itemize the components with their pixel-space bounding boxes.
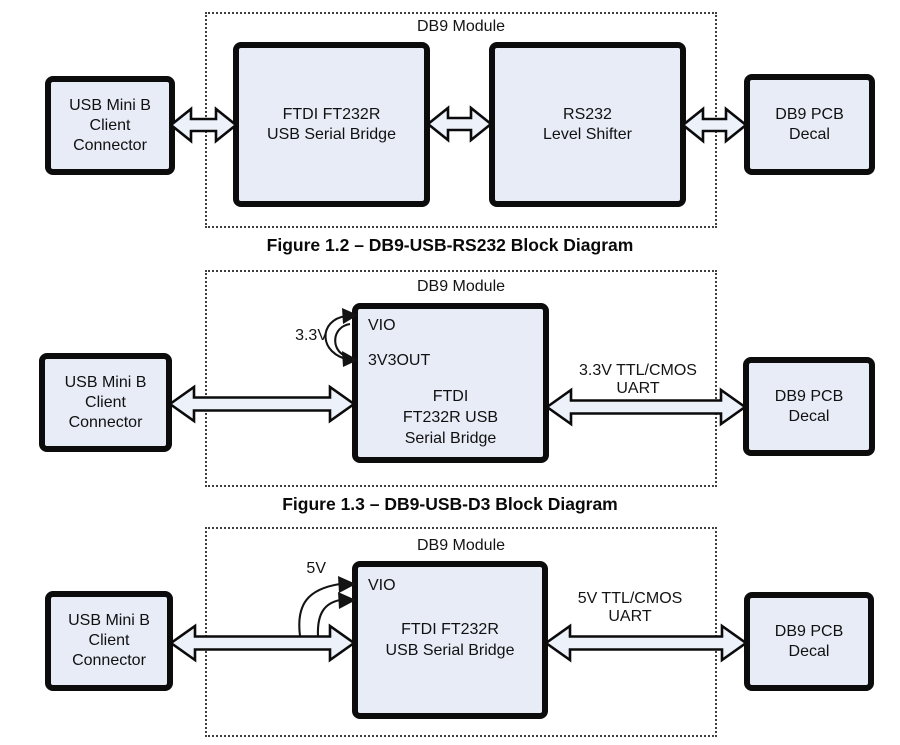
vio-pin-label: VIO <box>368 317 396 334</box>
uart-label-line: 3.3V TTL/CMOS <box>579 362 697 379</box>
vio-pin-label: VIO <box>368 577 396 594</box>
db9-module-dotted-boundary <box>205 270 717 487</box>
db9-module-label: DB9 Module <box>416 537 506 554</box>
ftdi-ft232r-block: VIO FTDI FT232R USB Serial Bridge <box>352 561 548 719</box>
block-text-line: Decal <box>788 407 830 425</box>
block-text-line: USB Mini B <box>64 373 147 391</box>
ftdi-block-text: FTDI FT232R USB Serial Bridge <box>358 619 542 661</box>
block-text-line: USB Mini B <box>69 96 151 114</box>
db9-pcb-decal-block: DB9 PCB Decal <box>743 357 875 456</box>
uart-label-line: 5V TTL/CMOS <box>577 590 683 607</box>
block-text-line: Decal <box>788 642 830 660</box>
block-text-line: USB Serial Bridge <box>385 642 515 659</box>
block-text-line: FT232R USB <box>402 409 499 426</box>
voltage-5v-label: 5V <box>306 560 326 577</box>
block-text-line: USB Serial Bridge <box>267 125 396 143</box>
figure-1-2-caption: Figure 1.2 – DB9-USB-RS232 Block Diagram <box>266 235 634 255</box>
block-text-line: Client <box>89 116 131 134</box>
uart-label-line: UART <box>608 608 652 625</box>
usb-mini-b-connector-block: USB Mini B Client Connector <box>45 591 173 691</box>
figure-1-3-caption: Figure 1.3 – DB9-USB-D3 Block Diagram <box>282 494 618 514</box>
usb-mini-b-connector-block: USB Mini B Client Connector <box>45 76 175 175</box>
db9-module-label: DB9 Module <box>416 18 506 35</box>
db9-pcb-decal-block: DB9 PCB Decal <box>744 592 874 691</box>
block-text-line: Serial Bridge <box>404 430 497 447</box>
block-text-line: Client <box>85 393 126 411</box>
db9-module-label: DB9 Module <box>416 278 506 295</box>
uart-label-line: UART <box>616 380 660 397</box>
block-text-line: Level Shifter <box>543 125 632 143</box>
usb-mini-b-connector-block: USB Mini B Client Connector <box>39 353 172 452</box>
ftdi-ft232r-block: VIO 3V3OUT FTDI FT232R USB Serial Bridge <box>352 303 549 463</box>
rs232-level-shifter-block: RS232 Level Shifter <box>489 42 686 207</box>
block-text-line: USB Mini B <box>68 612 150 629</box>
block-text-line: FTDI FT232R <box>282 105 381 123</box>
block-text-line: Connector <box>72 652 146 669</box>
uart-3v3-label: 3.3V TTL/CMOS UART <box>538 362 738 398</box>
block-text-line: Connector <box>68 413 143 431</box>
3v3out-pin-label: 3V3OUT <box>368 352 431 369</box>
ftdi-block-text: FTDI FT232R USB Serial Bridge <box>358 386 543 449</box>
ftdi-ft232r-block: FTDI FT232R USB Serial Bridge <box>233 42 430 207</box>
db9-pcb-decal-block: DB9 PCB Decal <box>744 74 875 175</box>
block-text-line: DB9 PCB <box>774 387 844 405</box>
voltage-3v3-label: 3.3V <box>295 327 328 344</box>
block-text-line: FTDI <box>432 388 469 405</box>
block-text-line: Client <box>88 632 130 649</box>
block-text-line: DB9 PCB <box>774 622 844 640</box>
block-text-line: RS232 <box>563 105 612 123</box>
block-text-line: DB9 PCB <box>775 105 844 123</box>
block-text-line: Connector <box>73 136 147 154</box>
block-text-line: Decal <box>789 125 830 143</box>
block-text-line: FTDI FT232R <box>401 621 499 638</box>
uart-5v-label: 5V TTL/CMOS UART <box>530 590 730 626</box>
